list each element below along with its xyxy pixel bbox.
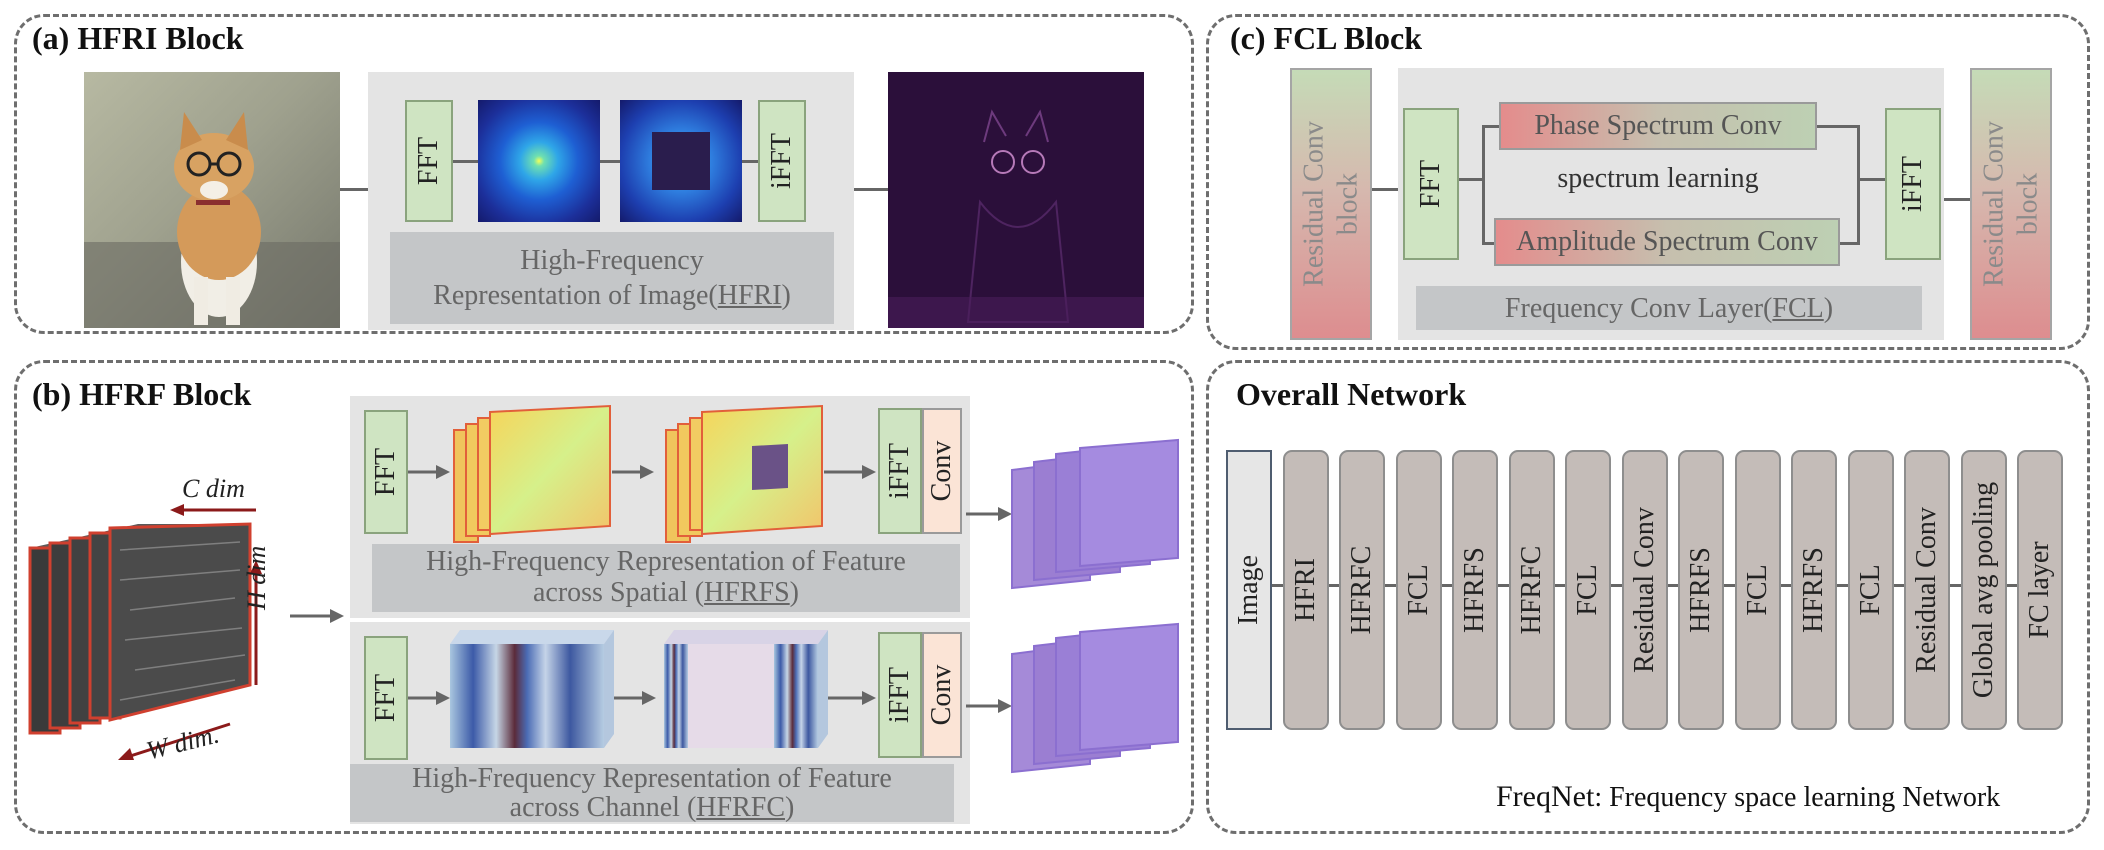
hfrfc-caption: High-Frequency Representation of Feature…	[350, 763, 954, 822]
arrow-right	[408, 691, 450, 705]
arrow-right	[612, 465, 654, 479]
network-block-fcl: FCL	[1395, 450, 1442, 730]
connector-line	[1482, 125, 1499, 128]
connector-line	[1482, 242, 1499, 245]
connector-line	[1817, 125, 1859, 128]
spectrum-feature-stack	[453, 404, 611, 543]
network-block-fc-layer: FC layer	[2017, 450, 2063, 730]
network-footer: FreqNet: Frequency space learning Networ…	[1496, 780, 2001, 813]
ifft-box: iFFT	[878, 408, 922, 534]
masked-feature-stack	[665, 404, 823, 543]
connector-line	[1459, 178, 1483, 181]
connector-line	[742, 160, 758, 163]
hfrfs-caption: High-Frequency Representation of Feature…	[372, 544, 960, 612]
network-block-hfrfs: HFRFS	[1452, 450, 1498, 730]
network-block-residual-conv: Residual Conv	[1621, 450, 1668, 730]
arrow-right	[408, 465, 450, 479]
connector-line	[854, 188, 888, 191]
arrow-right	[966, 507, 1012, 521]
w-dim-arrow	[118, 722, 231, 760]
fft-box: FFT	[364, 636, 408, 760]
connector-line	[1857, 178, 1885, 181]
network-block-residual-conv: Residual Conv	[1904, 450, 1950, 730]
hfrf-panel	[14, 360, 1194, 834]
purple-feature-maps	[1011, 622, 1179, 774]
arrow-right	[828, 691, 876, 705]
connector-line	[453, 160, 478, 163]
fcl-panel-title: (c) FCL Block	[1230, 20, 1422, 56]
cat-photo-image	[84, 72, 340, 328]
ifft-box: iFFT	[1885, 108, 1941, 260]
ifft-box: iFFT	[758, 100, 806, 222]
h-dim-arrow	[250, 560, 262, 685]
frequency-mask	[652, 132, 710, 190]
fcl-panel	[1206, 14, 2090, 350]
network-block-fcl: FCL	[1734, 450, 1781, 730]
purple-feature-maps	[1011, 438, 1179, 590]
arrow-to-hfrf	[290, 609, 344, 623]
connector-line	[1372, 188, 1398, 191]
arrow-right	[824, 465, 876, 479]
hfrf-panel-title: (b) HFRF Block	[32, 376, 252, 412]
arrow-right	[966, 699, 1012, 713]
fft-spectrum-image	[478, 100, 600, 222]
hfri-panel-title: (a) HFRI Block	[32, 20, 244, 56]
network-block-hfrfc: HFRFC	[1339, 450, 1385, 730]
phase-spectrum-conv-box: Phase Spectrum Conv	[1499, 102, 1817, 150]
conv-box: Conv	[922, 408, 962, 534]
high-frequency-cat-image	[888, 72, 1144, 328]
h-dim-label: H dim	[242, 545, 271, 610]
connector-line	[1857, 125, 1860, 245]
ifft-box: iFFT	[878, 632, 922, 758]
hfri-panel	[14, 14, 1194, 334]
feature-map-tensor	[28, 522, 252, 735]
connector-line	[1840, 242, 1859, 245]
fft-box: FFT	[364, 410, 408, 534]
masked-channel-block	[664, 630, 828, 748]
connector-line	[1482, 125, 1485, 244]
arrow-right	[614, 691, 656, 705]
overall-network-panel	[1206, 360, 2090, 834]
channel-spectrum-block	[450, 630, 614, 748]
connector-line	[1944, 198, 1970, 201]
network-block-image: Image	[1226, 450, 1272, 730]
conv-box: Conv	[922, 632, 962, 758]
c-dim-label: C dim	[182, 474, 245, 503]
network-block-fcl: FCL	[1847, 450, 1894, 730]
hfri-caption: High-Frequency Representation of Image(H…	[390, 232, 834, 324]
masked-spectrum-image	[620, 100, 742, 222]
amplitude-spectrum-conv-box: Amplitude Spectrum Conv	[1494, 218, 1840, 266]
c-dim-arrow	[170, 504, 256, 516]
spectrum-learning-label: spectrum learning	[1557, 163, 1759, 194]
fft-box: FFT	[405, 100, 453, 222]
network-block-hfrfs: HFRFS	[1678, 450, 1724, 730]
fft-box: FFT	[1403, 108, 1459, 260]
fcl-caption: Frequency Conv Layer(FCL)	[1416, 286, 1922, 330]
overall-network-title: Overall Network	[1236, 376, 1467, 412]
network-block-fcl: FCL	[1565, 450, 1611, 730]
connector-line	[600, 160, 620, 163]
network-block-hfrfc: HFRFC	[1508, 450, 1555, 730]
network-block-hfrfs: HFRFS	[1791, 450, 1837, 730]
network-block-hfri: HFRI	[1282, 450, 1329, 730]
connector-line	[340, 188, 368, 191]
network-block-global-avg-pooling: Global avg pooling	[1960, 450, 2007, 730]
